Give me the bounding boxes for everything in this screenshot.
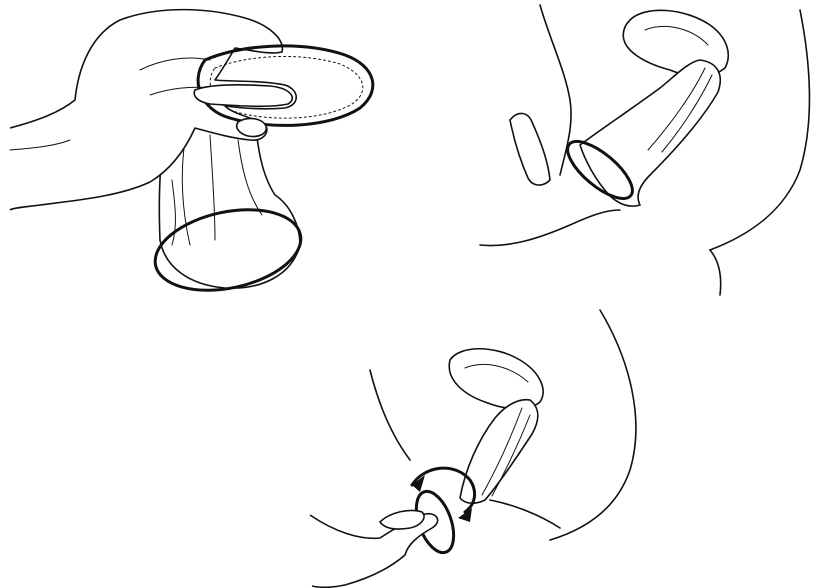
body-contour <box>550 310 636 540</box>
hand-squeezing-inner-ring-icon <box>0 0 400 300</box>
arrow-head-icon <box>458 508 472 522</box>
vaginal-canal <box>460 400 538 504</box>
device-inserted-cross-section-icon <box>470 0 816 300</box>
outer-ring-twist-removal-icon <box>300 300 670 588</box>
finger <box>510 113 550 185</box>
body-contour <box>490 500 560 528</box>
fingertip <box>237 119 267 137</box>
vaginal-canal <box>580 60 720 206</box>
body-contour <box>370 370 410 460</box>
body-contour <box>480 210 620 246</box>
body-contour <box>710 250 721 295</box>
thumb <box>194 85 292 107</box>
step-3-panel <box>300 300 670 588</box>
step-2-panel <box>470 0 816 300</box>
step-1-panel <box>0 0 400 300</box>
